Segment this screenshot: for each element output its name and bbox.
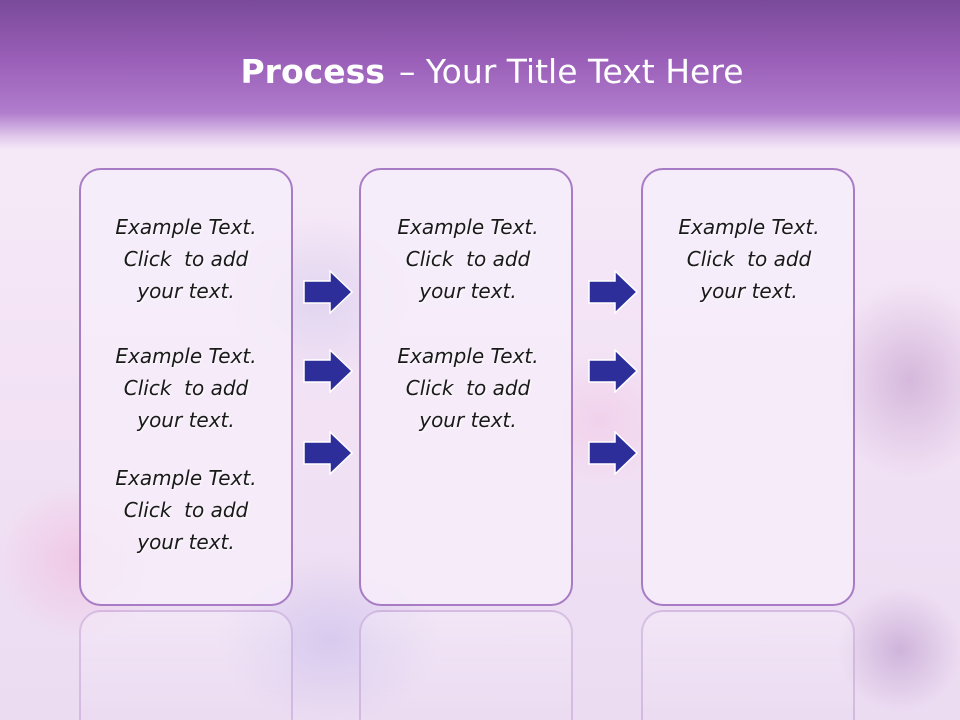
text-line: your text. [419, 279, 517, 303]
right-arrow-icon [588, 270, 638, 314]
text-line: Example Text. [115, 344, 257, 368]
text-line: Click to add [123, 498, 249, 522]
text-block[interactable]: Example Text. Click to add your text. [361, 340, 575, 436]
text-line: Click to add [123, 247, 249, 271]
text-line: Example Text. [115, 466, 257, 490]
text-block[interactable]: Example Text. Click to add your text. [361, 211, 575, 307]
text-line: Example Text. [397, 215, 539, 239]
process-box-2[interactable] [359, 168, 573, 606]
text-line: your text. [419, 408, 517, 432]
text-line: your text. [137, 530, 235, 554]
process-box-3[interactable] [641, 168, 855, 606]
text-line: Example Text. [678, 215, 820, 239]
process-box-1[interactable] [79, 168, 293, 606]
text-line: your text. [700, 279, 798, 303]
text-line: Click to add [405, 247, 531, 271]
text-line: Click to add [686, 247, 812, 271]
right-arrow-icon [303, 349, 353, 393]
box-reflection [79, 610, 293, 720]
right-arrow-icon [588, 349, 638, 393]
text-block[interactable]: Example Text. Click to add your text. [79, 462, 293, 558]
box-reflection [641, 610, 855, 720]
text-block[interactable]: Example Text. Click to add your text. [79, 340, 293, 436]
right-arrow-icon [303, 431, 353, 475]
title-bar [0, 0, 960, 150]
text-line: Example Text. [397, 344, 539, 368]
right-arrow-icon [303, 270, 353, 314]
text-line: Click to add [123, 376, 249, 400]
slide-title[interactable]: Process – Your Title Text Here [0, 52, 960, 91]
text-line: your text. [137, 408, 235, 432]
text-line: your text. [137, 279, 235, 303]
title-bold: Process [240, 52, 385, 91]
right-arrow-icon [588, 431, 638, 475]
text-line: Click to add [405, 376, 531, 400]
box-reflection [359, 610, 573, 720]
text-line: Example Text. [115, 215, 257, 239]
text-block[interactable]: Example Text. Click to add your text. [642, 211, 856, 307]
title-rest: – Your Title Text Here [398, 52, 744, 91]
text-block[interactable]: Example Text. Click to add your text. [79, 211, 293, 307]
